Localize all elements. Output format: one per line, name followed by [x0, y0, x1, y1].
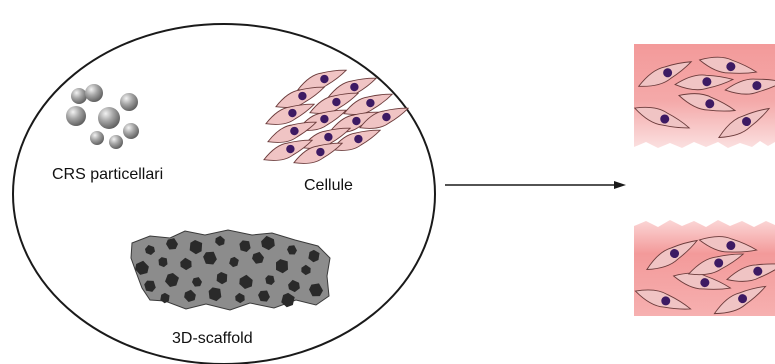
- label-scaffold: 3D-scaffold: [172, 330, 253, 348]
- sphere-particle-icon: [120, 93, 138, 111]
- label-particles: CRS particellari: [52, 166, 163, 184]
- tissue-panel-bottom: [633, 220, 775, 320]
- sphere-particle-icon: [85, 84, 103, 102]
- sphere-particle-icon: [90, 131, 104, 145]
- particle-cluster: [66, 84, 139, 149]
- right-arrow-icon: [445, 181, 626, 189]
- sphere-particle-icon: [66, 106, 86, 126]
- arrow-head: [614, 181, 626, 189]
- sphere-particle-icon: [109, 135, 123, 149]
- cell-cluster: [261, 63, 411, 169]
- porous-scaffold-icon: [131, 230, 330, 310]
- sphere-particle-icon: [71, 88, 87, 104]
- tissue-panel-top: [632, 44, 775, 148]
- mixture-ellipse: [13, 24, 435, 364]
- sphere-particle-icon: [98, 107, 120, 129]
- label-cells: Cellule: [304, 177, 353, 195]
- sphere-particle-icon: [123, 123, 139, 139]
